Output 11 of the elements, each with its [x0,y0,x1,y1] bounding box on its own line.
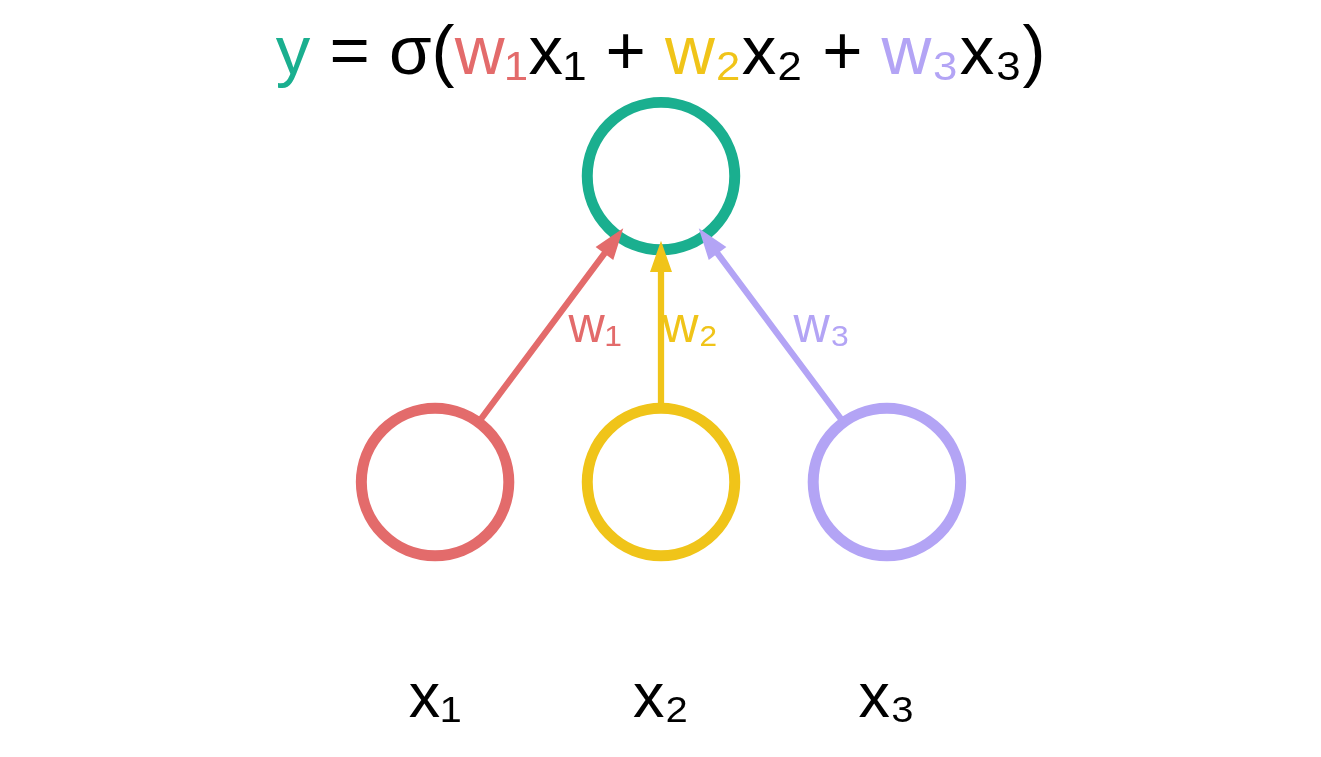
node-circle [355,402,514,562]
node-label: x₃ [857,660,915,731]
diagram-title: y = σ(w₁x₁ + w₂x₂ + w₃x₃) [275,12,1045,90]
edge-label: w₃ [792,296,850,353]
node-label: x₁ [408,660,461,731]
node-label: x₂ [632,660,689,731]
node-circle [581,402,740,562]
node-circle [807,402,966,562]
node-circle [581,96,740,256]
edge-label: w₁ [568,296,622,353]
edge-label: w₂ [661,296,718,353]
